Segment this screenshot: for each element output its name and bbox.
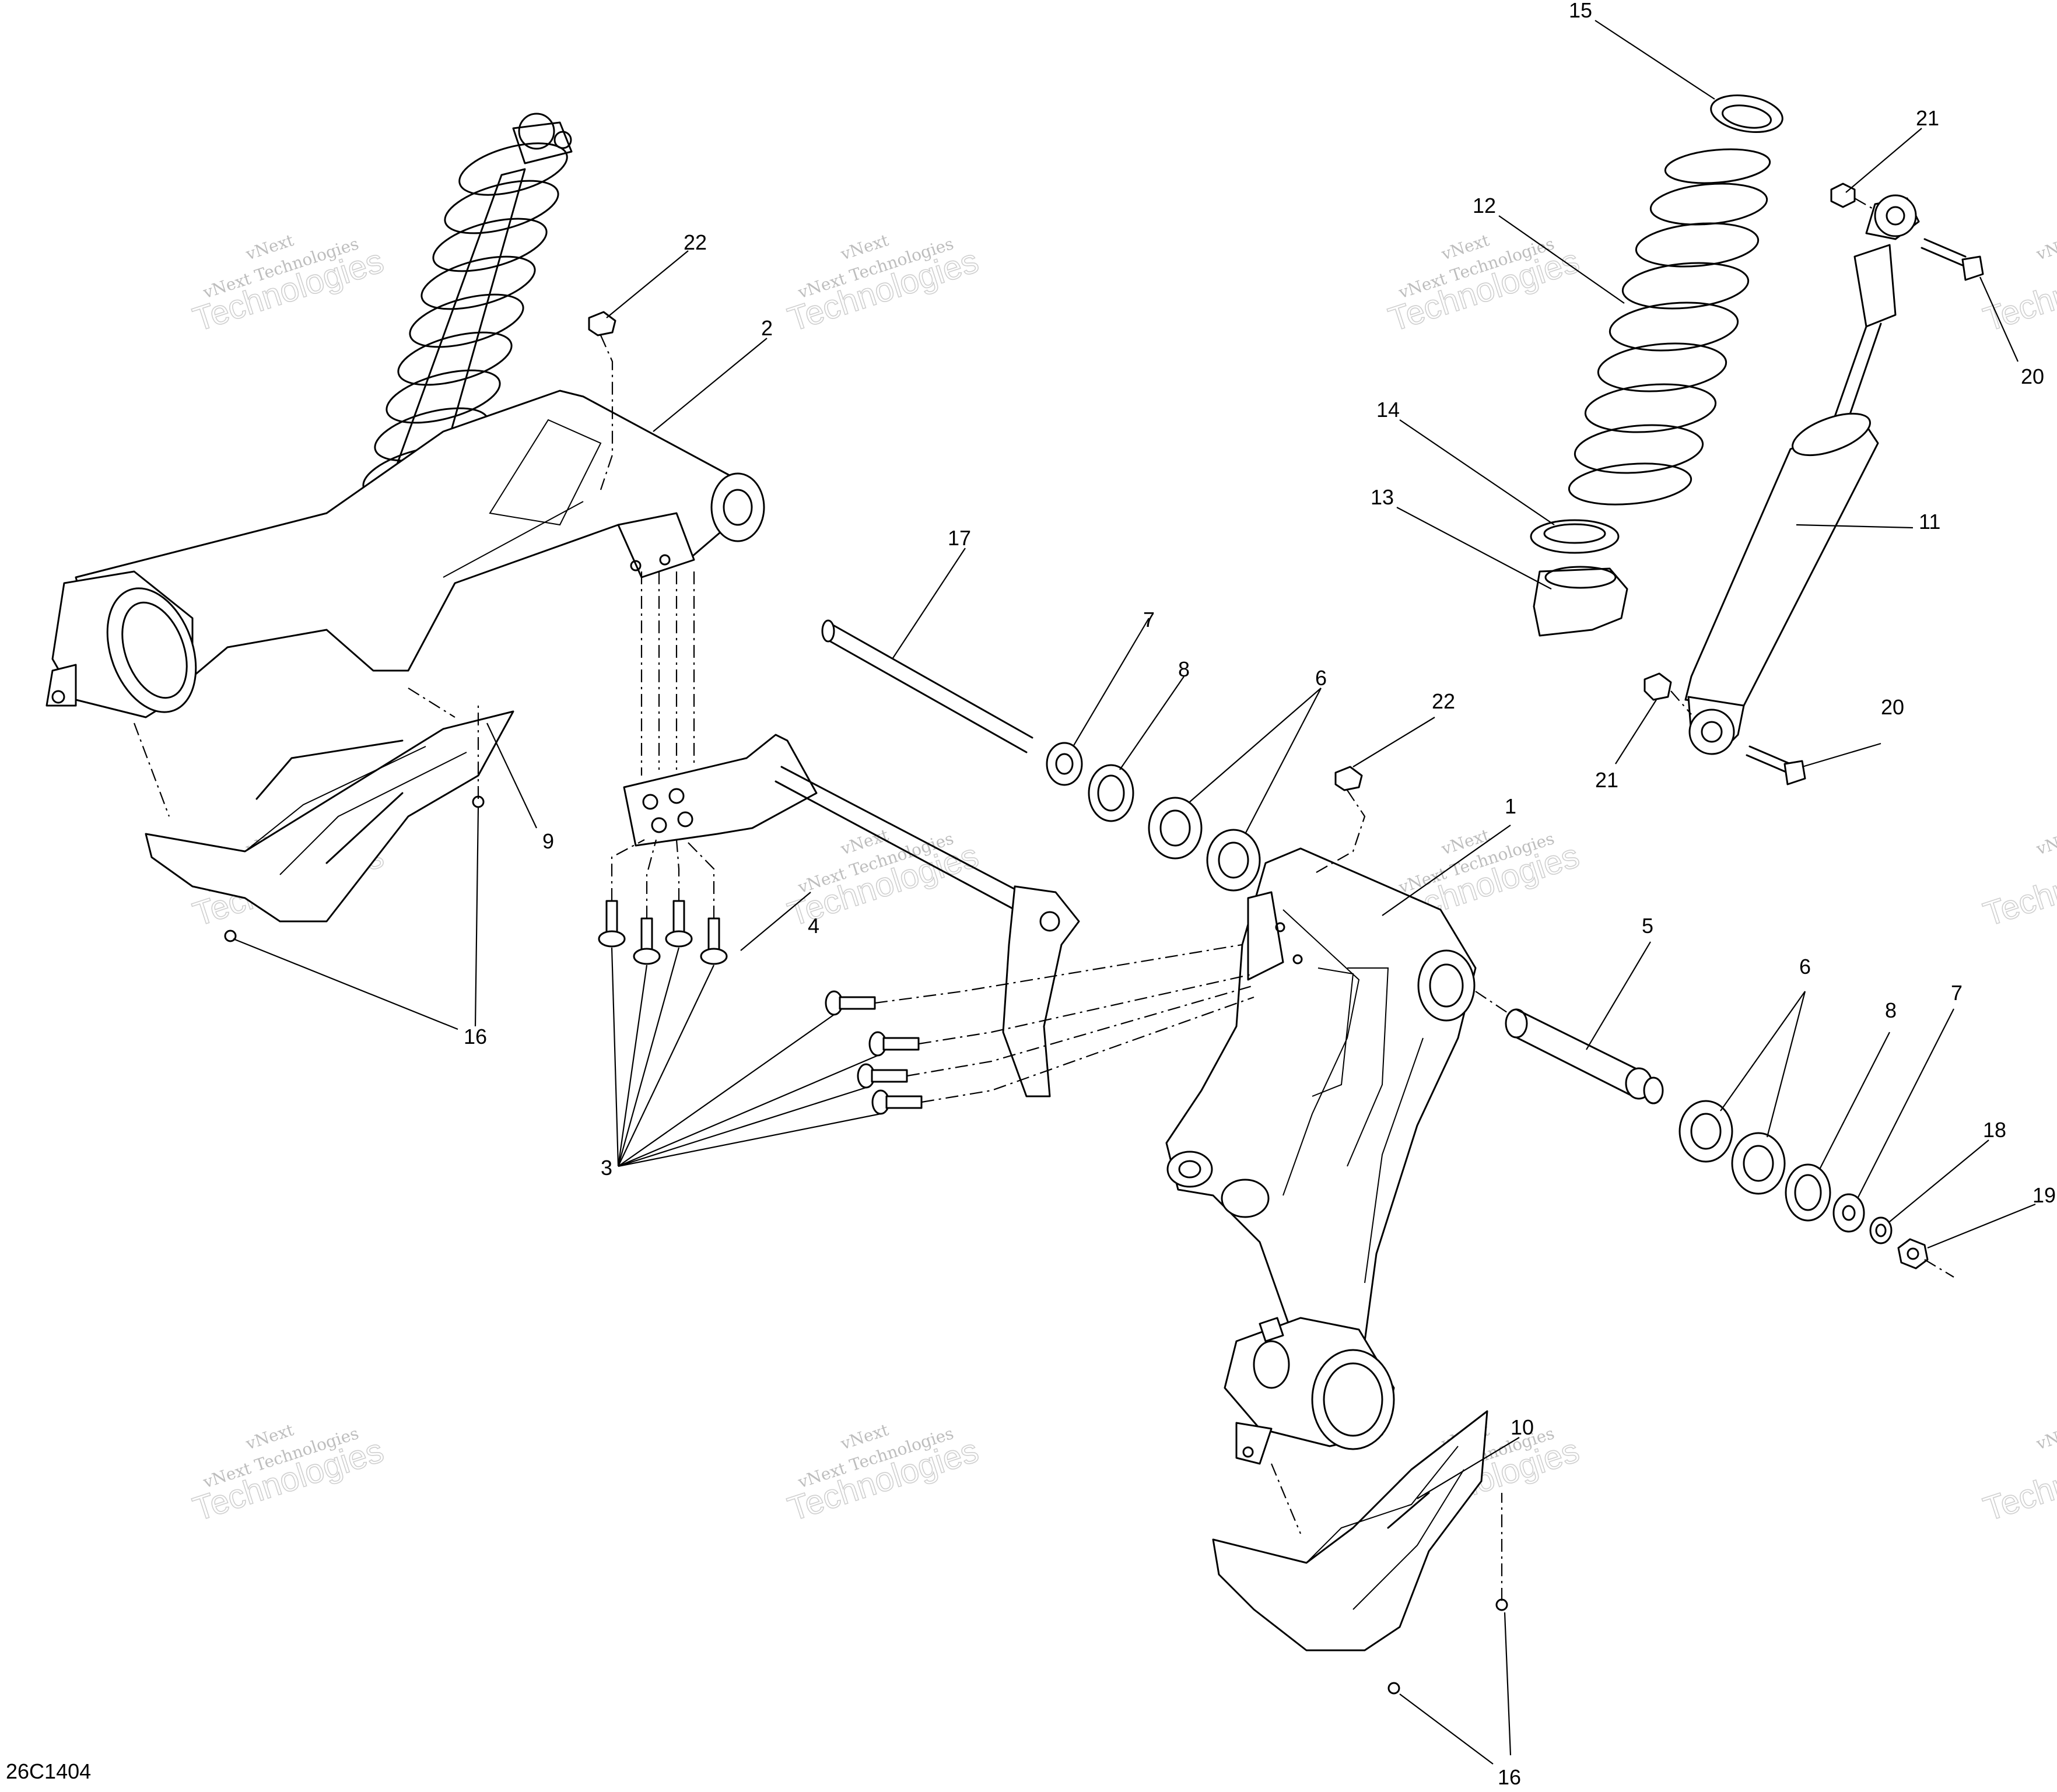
shock-bolt-top bbox=[1921, 238, 1984, 281]
nut-main-arm bbox=[1334, 766, 1363, 791]
svg-text:vNext: vNext bbox=[2034, 1420, 2057, 1454]
callout-6-right: 6 bbox=[1799, 955, 1811, 979]
callout-22-upper: 22 bbox=[684, 230, 707, 254]
callout-7-left: 7 bbox=[1143, 608, 1155, 632]
callout-21-upper: 21 bbox=[1916, 106, 1939, 130]
bolt bbox=[825, 990, 876, 1016]
left-skid-nut-lower bbox=[224, 930, 237, 942]
bolt bbox=[868, 1031, 920, 1057]
spacer-left bbox=[1046, 742, 1083, 786]
callout-7-right: 7 bbox=[1951, 981, 1963, 1005]
pivot-bracket-assembly bbox=[623, 734, 1080, 1097]
bearing-left-a bbox=[1148, 797, 1203, 860]
callout-11: 11 bbox=[1919, 510, 1940, 534]
callout-16-right: 16 bbox=[1498, 1765, 1521, 1789]
callout-15: 15 bbox=[1569, 0, 1592, 22]
bearing-right-b bbox=[1731, 1132, 1786, 1195]
callout-9: 9 bbox=[542, 829, 554, 853]
callout-21-lower: 21 bbox=[1595, 768, 1618, 792]
main-swing-arm bbox=[1165, 847, 1477, 1360]
callout-numbers: 2 22 9 16 4 3 17 7 8 6 22 1 5 6 8 7 18 1… bbox=[464, 0, 2056, 1789]
callout-10: 10 bbox=[1511, 1415, 1534, 1439]
bolt bbox=[700, 917, 728, 965]
spring-adjuster-collar bbox=[1533, 566, 1628, 637]
nut-left-arm bbox=[588, 311, 616, 336]
callout-3: 3 bbox=[601, 1156, 612, 1180]
watermark-5: vNext vNext Technologies Technologies bbox=[783, 825, 983, 934]
watermark-2: vNext vNext Technologies Technologies bbox=[783, 230, 983, 339]
spring-seat-ring bbox=[1530, 519, 1620, 554]
washer-right bbox=[1869, 1216, 1893, 1244]
callout-22-lower: 22 bbox=[1432, 689, 1455, 713]
left-arm-bearing-housing bbox=[710, 472, 765, 542]
coil-spring bbox=[1568, 148, 1771, 506]
callout-20-lower: 20 bbox=[1881, 695, 1904, 719]
pivot-shaft bbox=[821, 619, 1033, 753]
callout-12: 12 bbox=[1473, 194, 1496, 218]
watermark-8: vNext vNext Technologies Technologies bbox=[783, 1420, 983, 1529]
callout-1: 1 bbox=[1505, 794, 1516, 818]
vertical-bolts bbox=[598, 900, 728, 965]
callout-8-left: 8 bbox=[1178, 657, 1190, 681]
bolt bbox=[665, 900, 693, 948]
bolt bbox=[857, 1063, 908, 1089]
callout-18: 18 bbox=[1983, 1118, 2006, 1142]
svg-text:vNext: vNext bbox=[2034, 230, 2057, 264]
shock-absorber bbox=[1684, 194, 1920, 755]
horizontal-bolts bbox=[825, 990, 923, 1115]
callout-6-left: 6 bbox=[1315, 666, 1327, 690]
pivot-tube bbox=[1505, 1008, 1664, 1104]
seal-right bbox=[1785, 1163, 1831, 1222]
shock-nut-bottom bbox=[1644, 672, 1672, 701]
bearing-right-a bbox=[1678, 1100, 1733, 1163]
left-skid-plate bbox=[145, 710, 514, 923]
callout-17: 17 bbox=[948, 526, 971, 550]
svg-text:vNext: vNext bbox=[2034, 825, 2057, 859]
callout-16-left: 16 bbox=[464, 1025, 487, 1048]
callout-5: 5 bbox=[1642, 914, 1653, 938]
right-skid-nut-lower bbox=[1387, 1682, 1400, 1695]
seal-left bbox=[1088, 764, 1134, 822]
watermark-1: vNext vNext Technologies Technologies bbox=[188, 230, 388, 339]
bolt bbox=[633, 917, 661, 965]
right-skid-nut-upper bbox=[1495, 1598, 1508, 1611]
assembly-lines bbox=[133, 198, 1954, 1601]
leader-lines bbox=[233, 20, 2036, 1765]
callout-13: 13 bbox=[1371, 485, 1394, 509]
main-arm-hub bbox=[1224, 1317, 1395, 1465]
diagram-id: 26C1404 bbox=[6, 1759, 91, 1783]
spacer-right bbox=[1832, 1193, 1865, 1233]
callout-4: 4 bbox=[808, 914, 819, 938]
watermark-12: vNext Technologies bbox=[1978, 1420, 2057, 1529]
bearing-left-b bbox=[1206, 829, 1261, 892]
assembled-left-swing-arm bbox=[45, 113, 765, 718]
callout-2: 2 bbox=[761, 316, 773, 340]
callout-19: 19 bbox=[2033, 1183, 2056, 1207]
watermark-11: vNext Technologies bbox=[1978, 825, 2057, 934]
shock-bolt-bottom bbox=[1746, 745, 1806, 785]
callout-14: 14 bbox=[1376, 398, 1400, 422]
bolt bbox=[598, 900, 626, 948]
right-skid-plate bbox=[1212, 1410, 1488, 1651]
watermark-7: vNext vNext Technologies Technologies bbox=[188, 1420, 388, 1529]
retainer-clip bbox=[1710, 94, 1783, 133]
watermark-3: vNext vNext Technologies Technologies bbox=[1383, 230, 1584, 339]
bolt bbox=[871, 1089, 923, 1115]
callout-20-upper: 20 bbox=[2021, 364, 2044, 388]
callout-8-right: 8 bbox=[1885, 998, 1897, 1022]
nut-right bbox=[1897, 1238, 1929, 1270]
